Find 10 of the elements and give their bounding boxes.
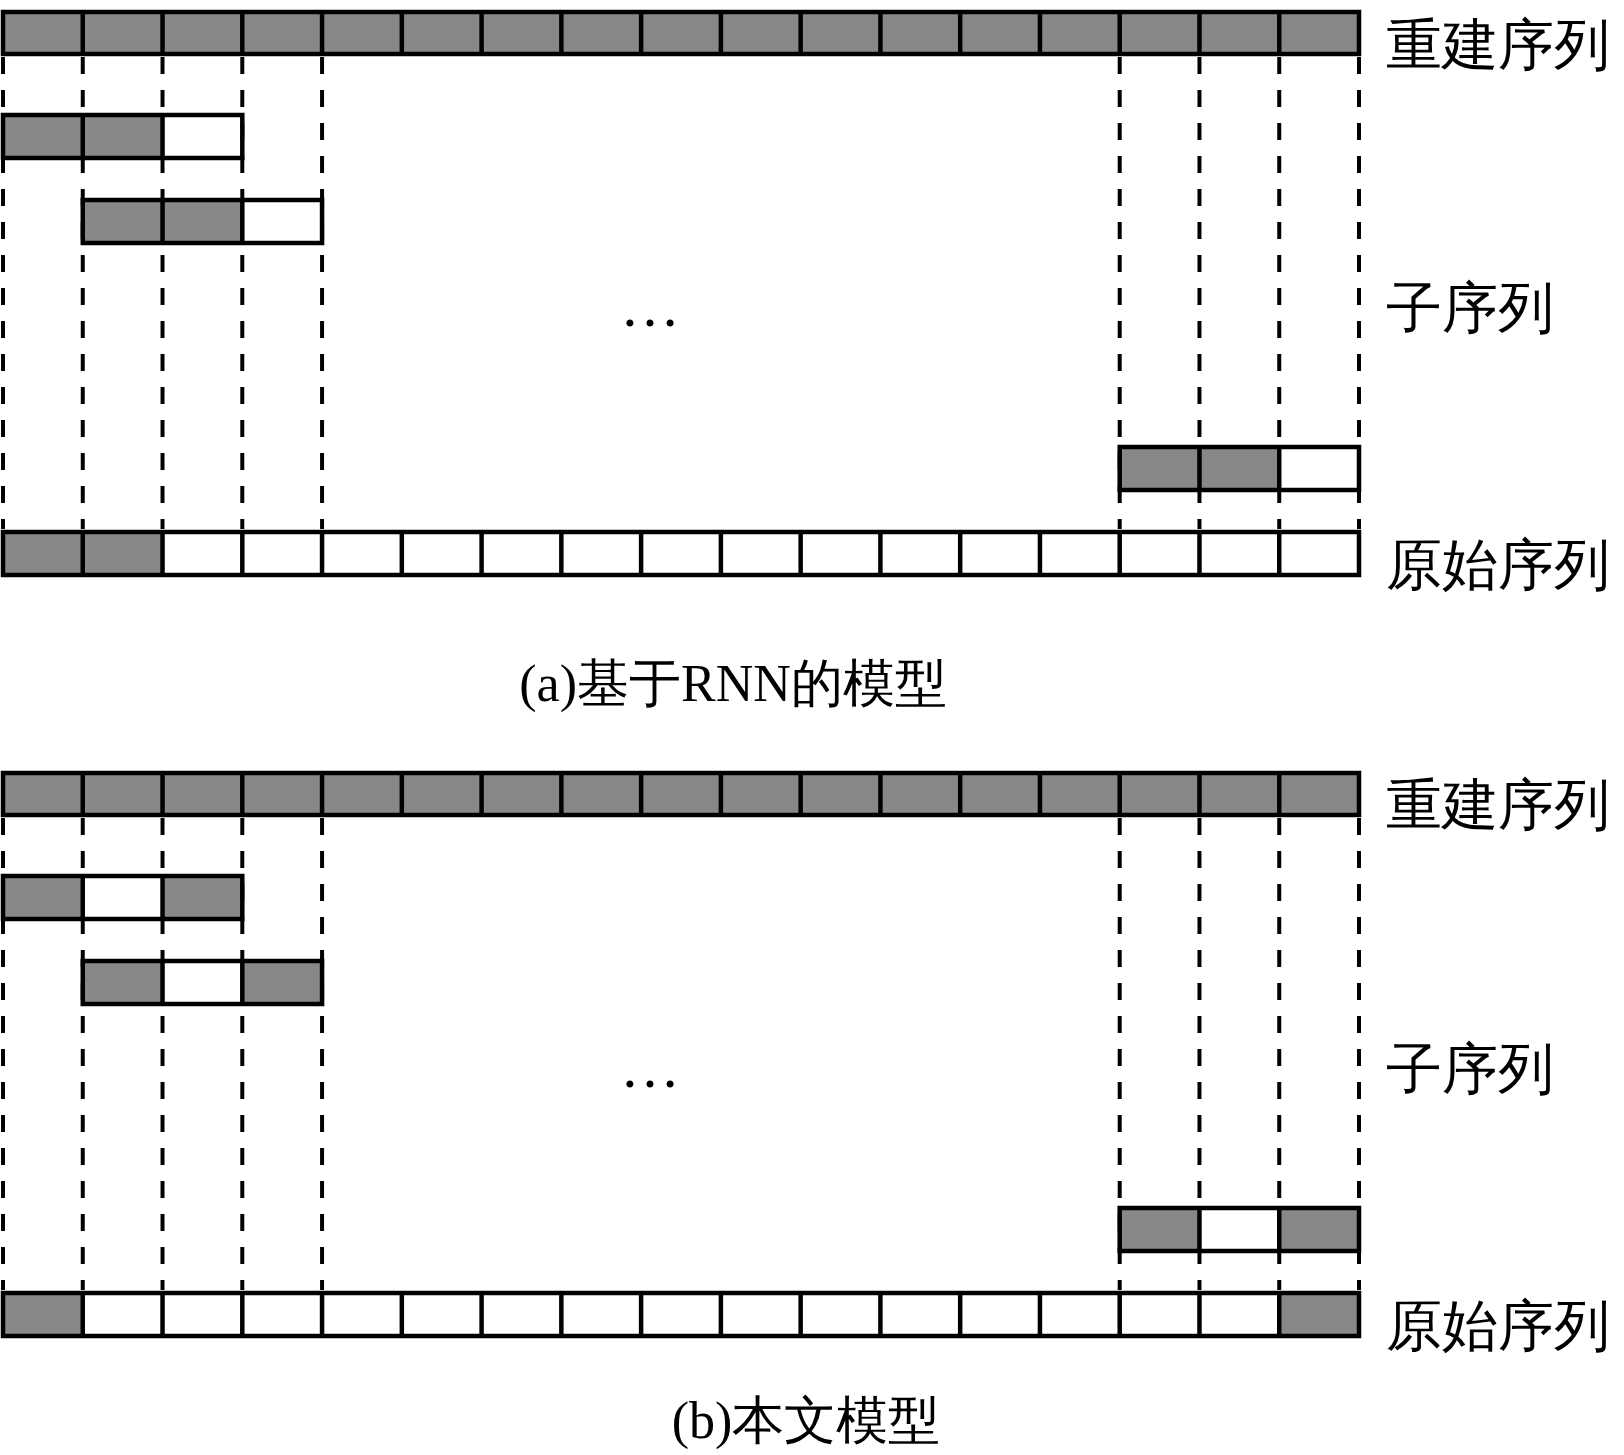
row-label: 重建序列 [1386,777,1610,833]
row-label: 原始序列 [1386,1298,1610,1354]
subfigure-caption: (a)基于RNN的模型 [519,658,947,710]
row-label: 重建序列 [1386,17,1610,73]
subfigure-caption: (b)本文模型 [671,1395,941,1447]
ellipsis-text: … [620,276,680,336]
row-label: 子序列 [1386,280,1554,336]
row-label: 子序列 [1386,1041,1554,1097]
ellipsis-text: … [620,1037,680,1097]
row-label: 原始序列 [1386,537,1610,593]
